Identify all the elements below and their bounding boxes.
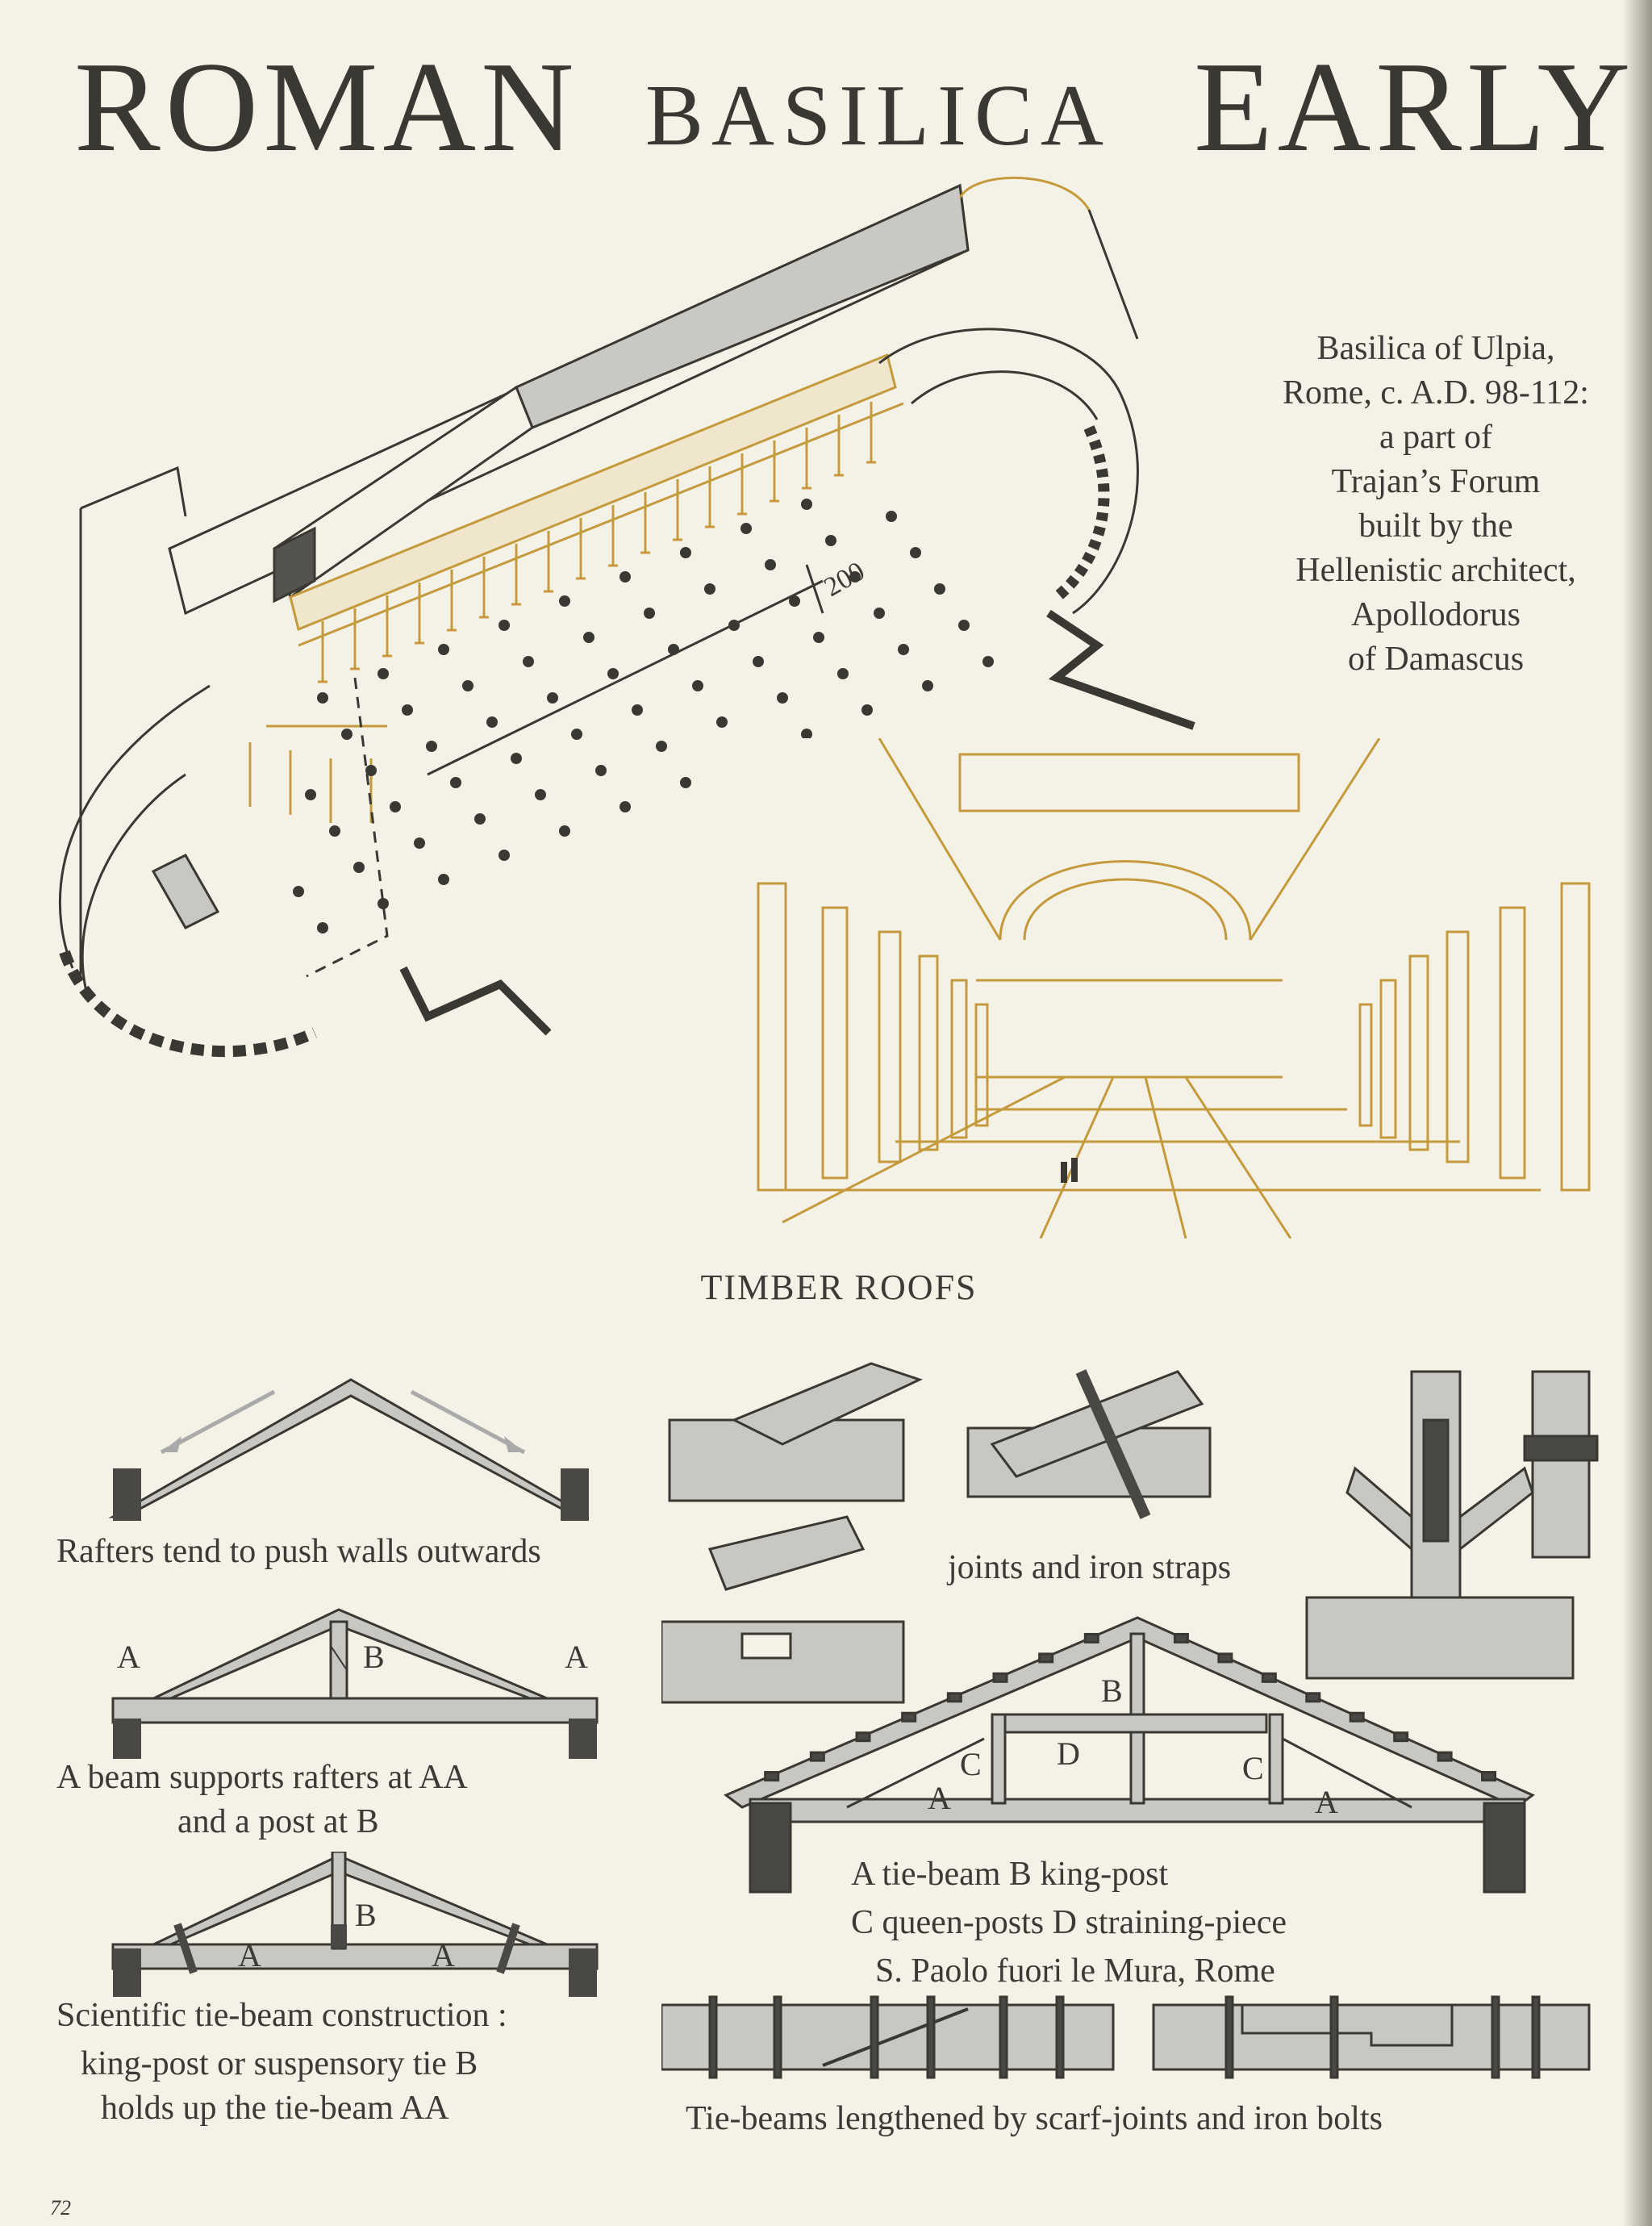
caption-line: built by the [1358,507,1513,545]
title-basilica: BASILICA [645,68,1112,164]
beam-caption-line1: A beam supports rafters at AA [56,1759,468,1796]
truss-label-c-left: C [960,1746,982,1782]
rafters-diagram [108,1378,589,1521]
caption-line: Rome, c. A.D. 98-112: [1283,374,1589,411]
truss-label-d: D [1057,1735,1080,1772]
ulpia-caption: Basilica of Ulpia, Rome, c. A.D. 98-112:… [1226,327,1646,682]
s-paolo-truss-diagram [724,1616,1535,1894]
caption-line: Hellenistic architect, [1295,552,1576,589]
truss-legend-line2: C queen-posts D straining-piece [851,1904,1287,1941]
scarf-caption: Tie-beams lengthened by scarf-joints and… [686,2100,1383,2137]
truss-label-c-right: C [1242,1750,1264,1786]
scarf-joints-drawing [661,1995,1591,2079]
basilica-interior-perspective [734,738,1629,1238]
basilica-axonometric-drawing: 200 [59,176,1195,1058]
caption-line: of Damascus [1347,641,1525,678]
plan-dimension-label: 200 [820,556,870,603]
title-roman: ROMAN [74,35,579,178]
page-edge-shadow [1623,0,1652,2226]
caption-line: a part of [1379,419,1492,456]
truss-label-a-right: A [1315,1784,1338,1820]
scientific-caption-line2: king-post or suspensory tie B [81,2045,478,2082]
beam-caption-line2: and a post at B [177,1803,379,1840]
rafters-caption: Rafters tend to push walls outwards [56,1533,541,1570]
scientific-label-b: B [355,1897,377,1933]
truss-legend-line1: A tie-beam B king-post [851,1856,1169,1893]
truss-label-a-left: A [928,1780,951,1816]
joints-caption: joints and iron straps [948,1549,1232,1586]
section-title-timber-roofs: TIMBER ROOFS [700,1268,978,1307]
scientific-label-a-right: A [432,1937,455,1973]
scientific-tiebeam-diagram [111,1852,599,1997]
beam-label-b: B [363,1639,385,1675]
page-header: ROMAN BASILICA EARLY [0,0,1652,178]
caption-line: Apollodorus [1351,596,1521,633]
beam-label-a-left: A [117,1639,140,1675]
caption-line: Trajan’s Forum [1331,463,1541,500]
scientific-caption-line3: holds up the tie-beam AA [101,2090,449,2127]
beam-label-a-right: A [565,1639,588,1675]
scientific-caption-line1: Scientific tie-beam construction : [56,1997,507,2034]
truss-label-b: B [1101,1673,1123,1709]
caption-line: Basilica of Ulpia, [1316,330,1555,367]
page-number: 72 [50,2196,71,2220]
scientific-label-a-left: A [238,1937,261,1973]
truss-legend-line3: S. Paolo fuori le Mura, Rome [875,1952,1275,1990]
beam-diagram [111,1608,599,1759]
joints-and-straps-drawings [661,1362,1599,1704]
title-early: EARLY [1194,35,1636,178]
